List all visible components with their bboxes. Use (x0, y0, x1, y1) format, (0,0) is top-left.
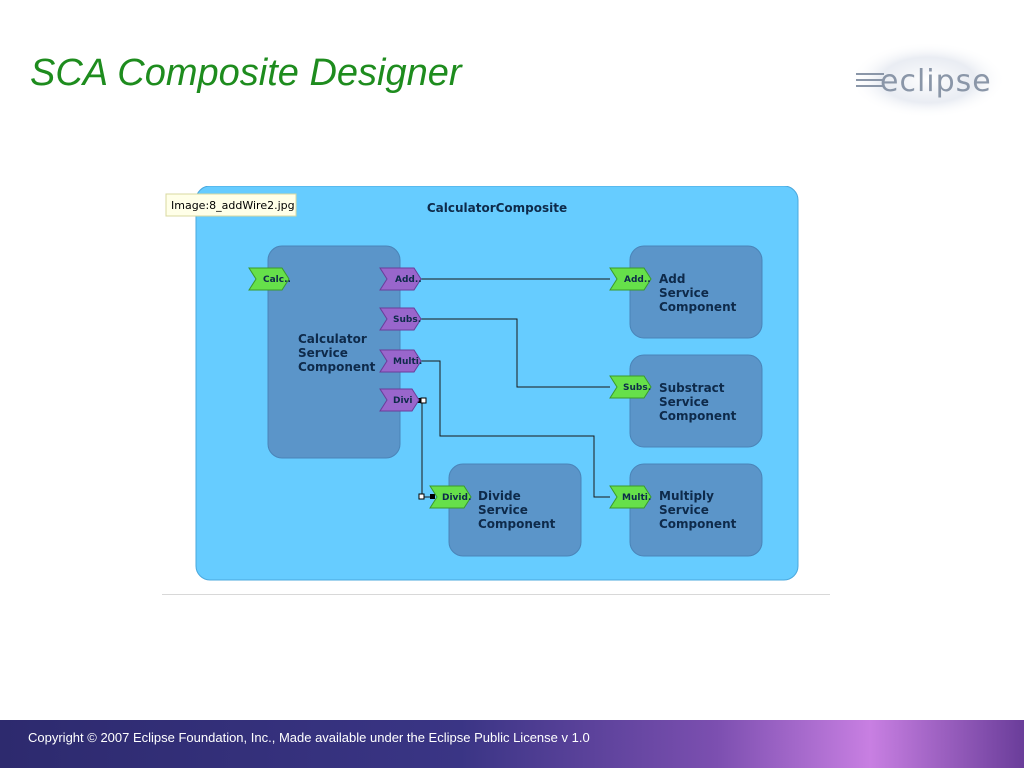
composite-diagram: CalculatorComposite Image:8_addWire2.jpg… (162, 186, 830, 595)
calc-add-reference-port[interactable] (379, 267, 422, 291)
calc-subs-reference-port[interactable] (379, 307, 422, 331)
calc-multi-reference-label: Multi. (393, 357, 422, 367)
divide-service-port[interactable] (429, 485, 472, 509)
subs-service-port-label: Subs. (623, 383, 651, 393)
divide-label-2: Service (478, 503, 528, 517)
substract-label-1: Substract (659, 381, 725, 395)
add-label-3: Component (659, 300, 737, 314)
multiply-service-port[interactable] (609, 485, 652, 509)
calc-add-reference-label: Add.. (395, 275, 422, 285)
eclipse-logo: eclipse (848, 40, 1008, 120)
multiply-label-1: Multiply (659, 489, 714, 503)
calc-subs-reference-label: Subs. (393, 315, 421, 325)
wire-handle[interactable] (430, 494, 435, 499)
multiply-service-port-label: Multi. (622, 493, 651, 503)
divide-label-3: Component (478, 517, 556, 531)
multiply-label-3: Component (659, 517, 737, 531)
multiply-label-2: Service (659, 503, 709, 517)
divide-component[interactable] (448, 463, 582, 557)
footer-bar: Copyright © 2007 Eclipse Foundation, Inc… (0, 720, 1024, 768)
substract-label-3: Component (659, 409, 737, 423)
logo-text: eclipse (880, 64, 992, 99)
divide-service-port-label: Divid. (442, 493, 471, 503)
calculator-label-3: Component (298, 360, 376, 374)
calc-divide-reference-port[interactable] (379, 388, 420, 412)
slide-title: SCA Composite Designer (30, 52, 462, 94)
add-label-1: Add (659, 272, 685, 286)
calc-divide-reference-label: Divi (393, 396, 413, 406)
add-service-port-label: Add.. (624, 275, 651, 285)
calculator-label-1: Calculator (298, 332, 367, 346)
subs-service-port[interactable] (609, 375, 652, 399)
footer-copyright: Copyright © 2007 Eclipse Foundation, Inc… (28, 730, 590, 745)
image-tag (165, 193, 297, 217)
calc-service-port-label: Calc.. (263, 275, 291, 285)
composite-name: CalculatorComposite (427, 201, 567, 215)
calc-multi-reference-port[interactable] (379, 349, 422, 373)
diagram-canvas: CalculatorComposite Image:8_addWire2.jpg… (165, 186, 799, 581)
divide-label-1: Divide (478, 489, 521, 503)
add-service-port[interactable] (609, 267, 652, 291)
substract-component[interactable] (629, 354, 763, 448)
wire-multi[interactable] (420, 360, 610, 498)
wire-handle[interactable] (418, 493, 425, 500)
multiply-component[interactable] (629, 463, 763, 557)
wire-handle[interactable] (420, 397, 427, 404)
wire-subs[interactable] (420, 318, 610, 388)
add-label-2: Service (659, 286, 709, 300)
add-component[interactable] (629, 245, 763, 339)
calc-service-port[interactable] (248, 267, 290, 291)
substract-label-2: Service (659, 395, 709, 409)
eclipse-logo-icon: eclipse (850, 42, 1006, 118)
image-tag-text: Image:8_addWire2.jpg (171, 199, 295, 212)
calculator-label-2: Service (298, 346, 348, 360)
